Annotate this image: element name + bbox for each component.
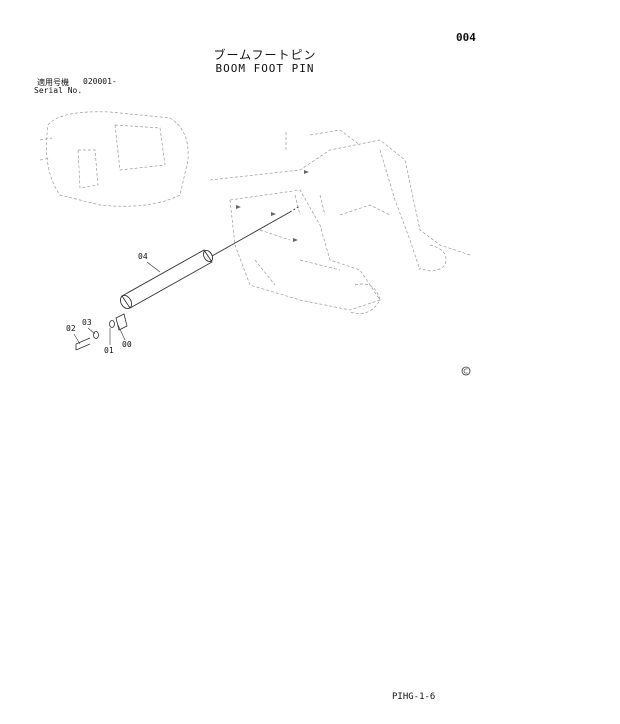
pin-hardware bbox=[75, 313, 128, 351]
frame-outline bbox=[209, 129, 471, 314]
title-japanese: ブームフートピン bbox=[213, 48, 317, 62]
title-english: BOOM FOOT PIN bbox=[215, 62, 315, 75]
serial-label-japanese: 適用号機 bbox=[37, 78, 69, 87]
serial-label-english: Serial No. bbox=[34, 86, 83, 95]
footer-code: PIHG-1-6 bbox=[392, 692, 436, 702]
callout-00: 00 bbox=[122, 340, 132, 349]
leader-lines bbox=[73, 261, 161, 345]
serial-value: 020001- bbox=[83, 77, 117, 86]
callout-02: 02 bbox=[66, 324, 76, 333]
copyright-icon bbox=[461, 366, 471, 376]
callout-03: 03 bbox=[82, 318, 92, 327]
boom-foot-pin bbox=[119, 205, 301, 310]
callout-04: 04 bbox=[138, 252, 148, 261]
cab-outline bbox=[39, 111, 189, 207]
reference-arrows bbox=[236, 170, 309, 242]
callout-01: 01 bbox=[104, 346, 114, 355]
page-number: 004 bbox=[456, 31, 476, 44]
